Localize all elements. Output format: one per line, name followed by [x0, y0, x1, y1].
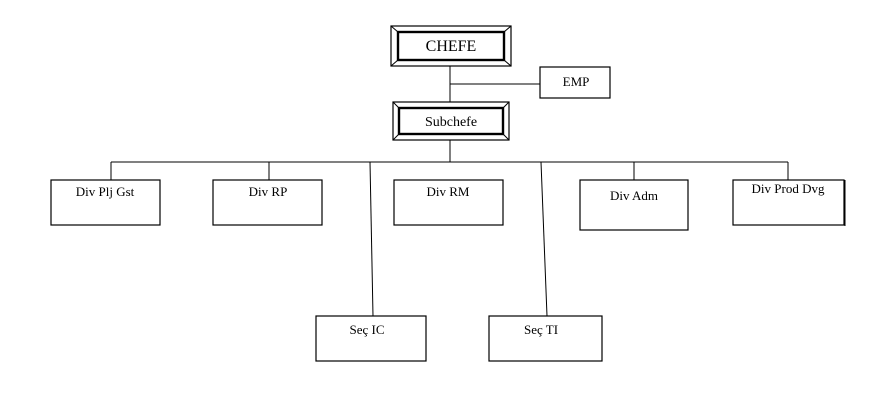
div-rp-label: Div RP — [249, 184, 288, 199]
node-div-plj-gst: Div Plj Gst — [50, 179, 161, 226]
node-div-rp: Div RP — [212, 179, 323, 226]
div-prod-dvg-label: Div Prod Dvg — [752, 181, 825, 196]
div-adm-label: Div Adm — [610, 188, 658, 203]
sec-ti-label: Seç TI — [524, 322, 558, 337]
node-div-prod-dvg: Div Prod Dvg — [732, 179, 846, 226]
div-plj-gst-label: Div Plj Gst — [76, 184, 135, 199]
node-subchefe: Subchefe — [392, 101, 510, 141]
connector-sec-ic — [369, 161, 374, 317]
chefe-label: CHEFE — [426, 38, 477, 55]
node-div-rm: Div RM — [393, 179, 504, 226]
connectors — [110, 66, 789, 317]
sec-ic-label: Seç IC — [349, 322, 384, 337]
node-chefe: CHEFE — [390, 25, 512, 67]
node-emp: EMP — [539, 66, 611, 99]
emp-label: EMP — [563, 74, 590, 89]
subchefe-label: Subchefe — [425, 115, 477, 130]
node-div-adm: Div Adm — [579, 179, 689, 231]
div-rm-label: Div RM — [427, 184, 470, 199]
node-sec-ti: Seç TI — [488, 315, 603, 362]
connector-sec-ti — [540, 161, 548, 317]
node-sec-ic: Seç IC — [315, 315, 427, 362]
